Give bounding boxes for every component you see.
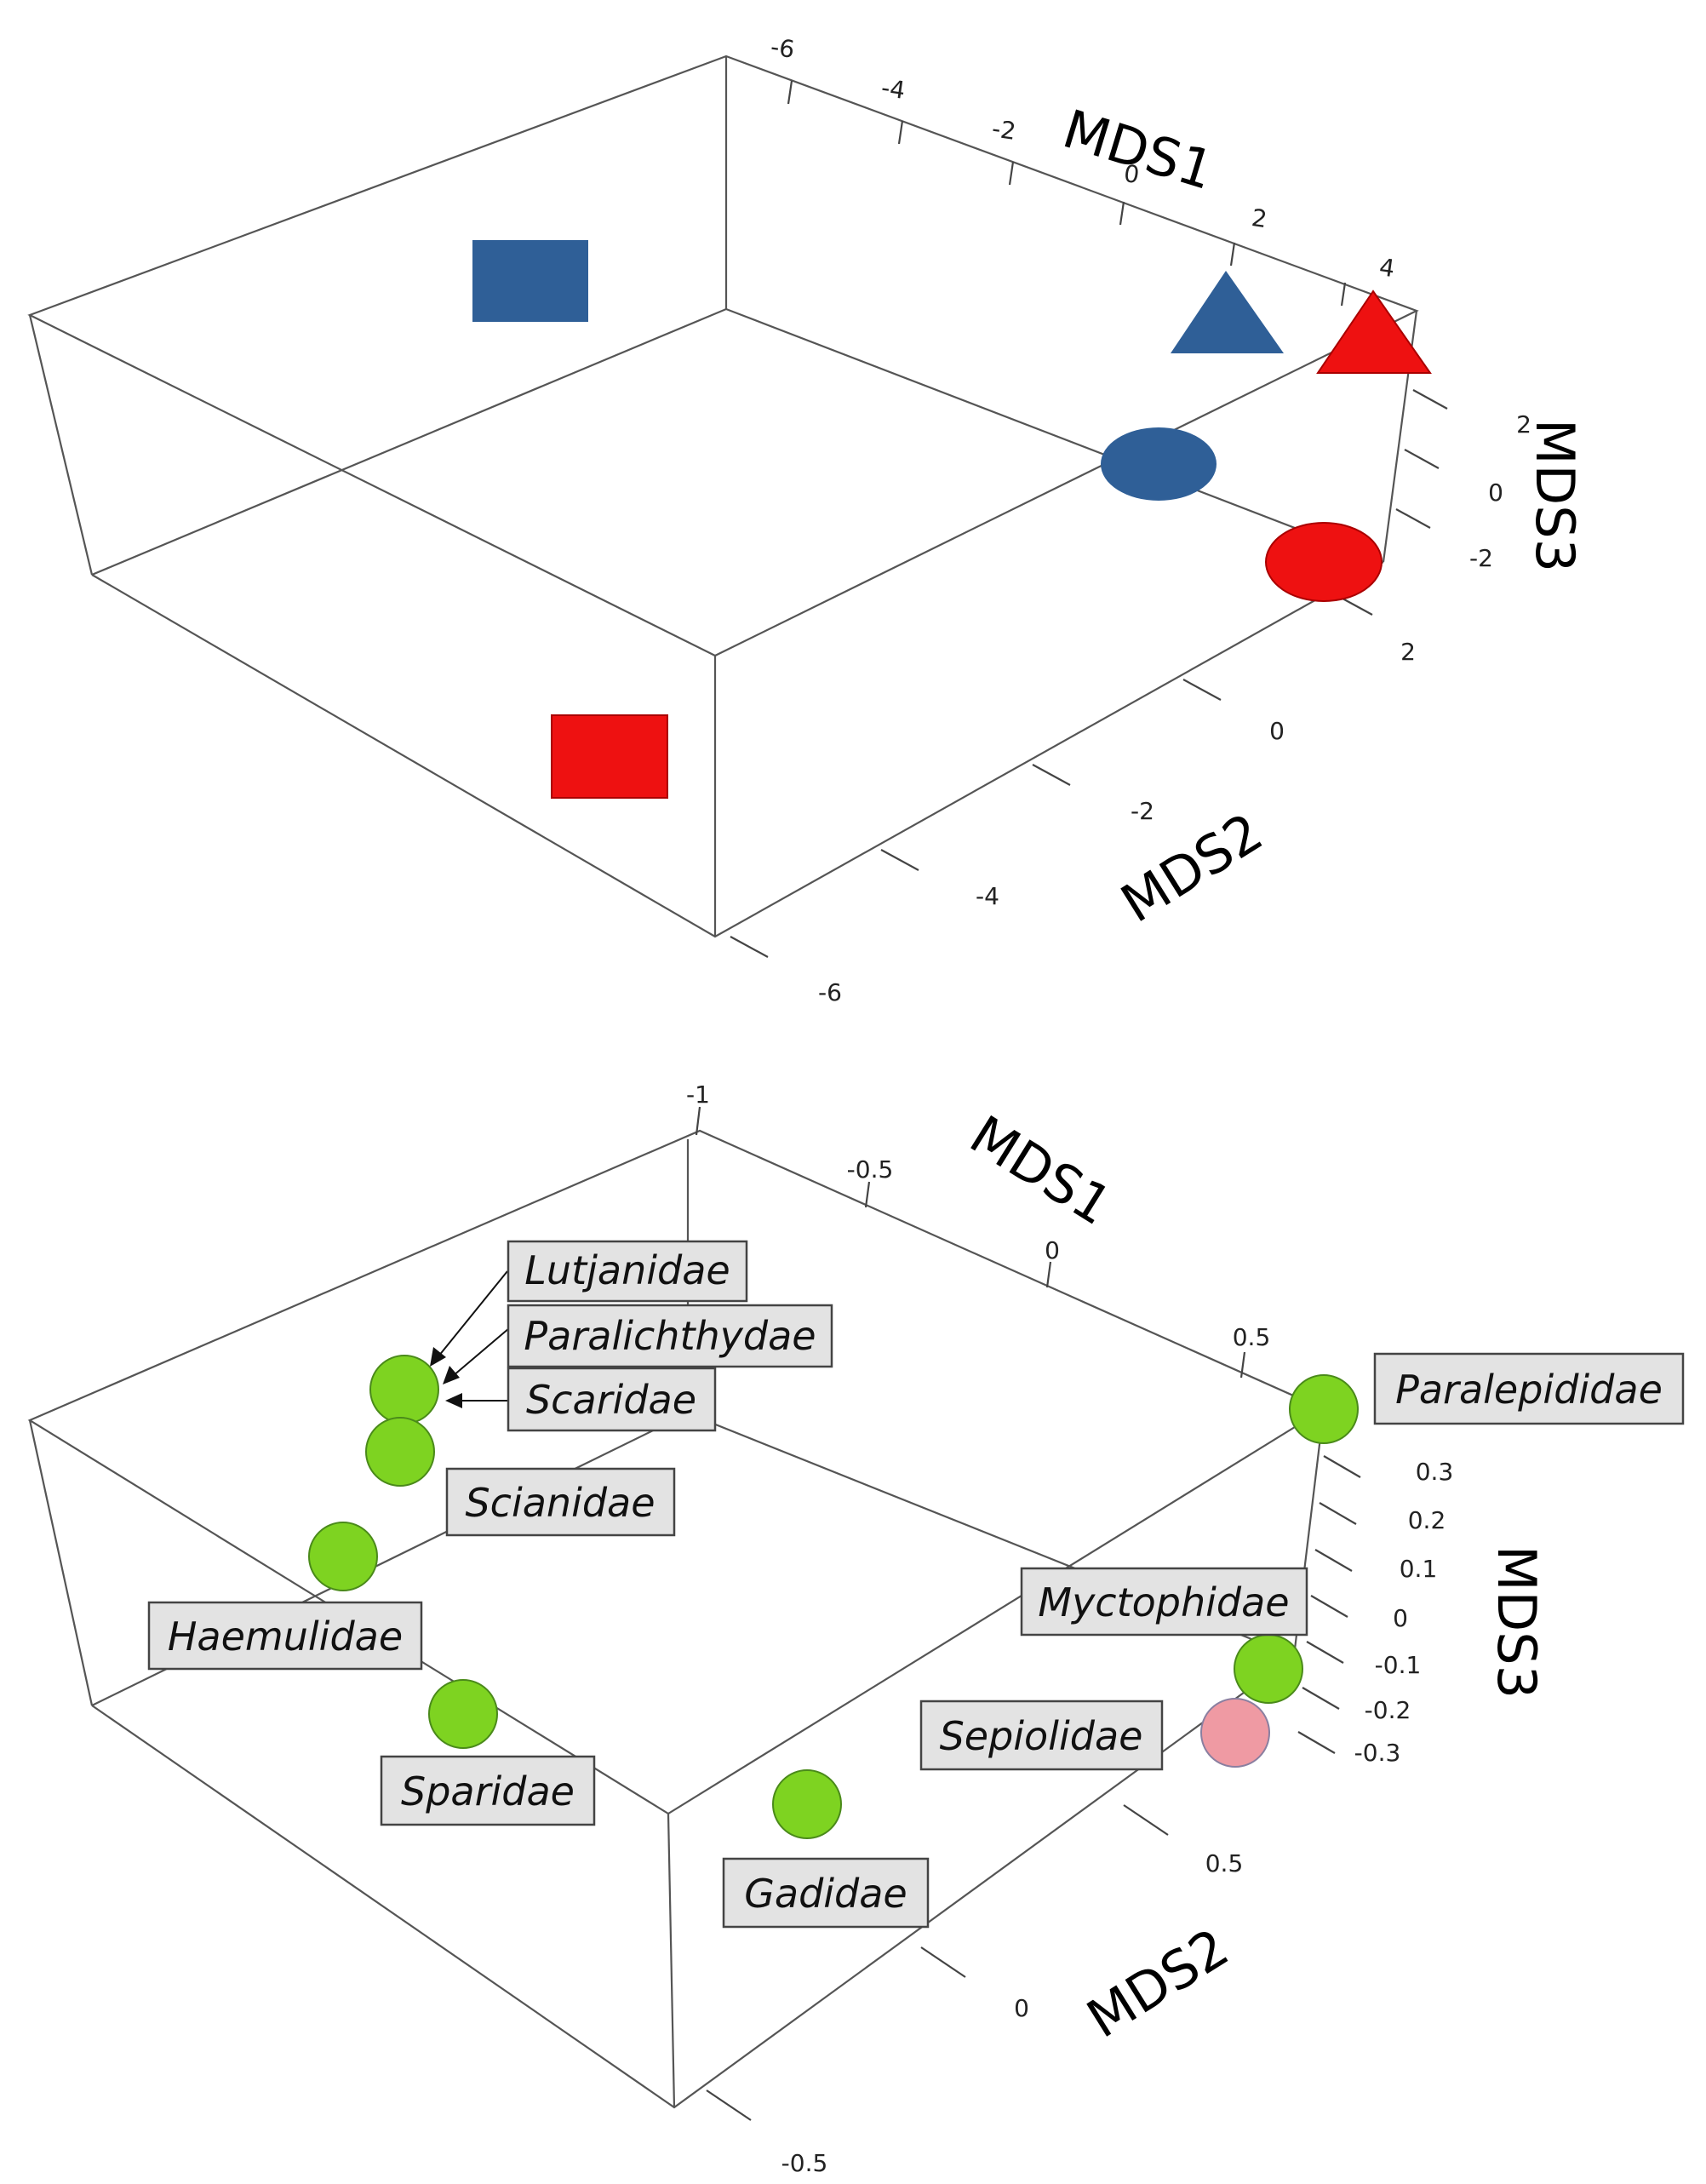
z-tick-labels-bottom: 0.3 0.2 0.1 0 -0.1 -0.2 -0.3 [1354,1458,1454,1767]
x-tick-label: -4 [879,73,907,105]
y-tick-label: 0.5 [1205,1849,1244,1877]
bounding-box-top [27,54,1419,938]
label-paralichthydae: Paralichthydae [524,1313,816,1359]
z-tick-label: -0.3 [1354,1739,1401,1767]
y-tick-label: 0 [1269,717,1285,745]
dot-cluster-top [369,1355,439,1424]
z-tick-label: 0.1 [1400,1555,1438,1583]
x-tick-label: 0.5 [1233,1323,1271,1351]
marker-blue-triangle [1171,271,1284,353]
dot-sepiolidae [1200,1698,1270,1768]
z-tick-label: -2 [1469,544,1493,572]
marker-red-circle [1265,522,1383,602]
dot-paralepididae [1289,1374,1359,1444]
dot-cluster-lower [365,1417,435,1487]
marker-blue-square [472,240,588,322]
x-tick-label: 0 [1122,159,1141,189]
y-axis-title-bottom: MDS2 [1076,1916,1239,2049]
panel-bottom: -1 -0.5 0 0.5 MDS1 0.3 0.2 0.1 0 -0.1 -0… [27,1081,1685,2177]
y-tick-label: 2 [1400,638,1416,666]
y-axis-ticks-bottom [706,1804,1169,2121]
marker-red-square [551,714,668,799]
label-myctophidae: Myctophidae [1038,1579,1289,1625]
marker-blue-circle [1101,427,1217,501]
dot-sparidae [428,1679,498,1749]
x-tick-label: -1 [686,1081,710,1109]
label-paralepididae: Paralepididae [1395,1367,1663,1413]
dot-myctophidae [1234,1634,1303,1704]
x-tick-label: 2 [1250,203,1268,233]
label-sparidae: Sparidae [401,1768,575,1814]
z-axis-title-bottom: MDS3 [1486,1545,1548,1699]
y-axis-ticks-top [730,593,1373,958]
label-lutjanidae: Lutjanidae [524,1247,730,1293]
z-tick-label: 0 [1393,1604,1408,1632]
label-sepiolidae: Sepiolidae [940,1713,1143,1759]
dots [308,1355,1359,1839]
z-tick-label: -0.1 [1375,1651,1422,1679]
label-gadidae: Gadidae [744,1871,907,1917]
label-arrows [430,1270,519,1408]
dot-gadidae [772,1769,842,1839]
z-axis-title-top: MDS3 [1524,419,1586,572]
z-axis-ticks-bottom [1297,1455,1361,1754]
y-tick-label: -2 [1131,797,1154,825]
x-axis-title-bottom: MDS1 [959,1103,1122,1237]
y-tick-labels-bottom: 0.5 0 -0.5 [781,1849,1244,2177]
dot-haemulidae [308,1522,378,1591]
x-axis-ticks-bottom [695,1106,1246,1379]
x-tick-label: -6 [769,32,796,64]
z-tick-label: 0.3 [1416,1458,1454,1486]
y-tick-label: -4 [976,882,999,910]
x-tick-label: 4 [1377,253,1396,283]
y-tick-label: 0 [1014,1994,1029,2022]
y-tick-label: -0.5 [781,2149,828,2177]
label-scaridae: Scaridae [526,1377,696,1423]
z-tick-label: 0 [1488,479,1503,507]
point-labels: Lutjanidae Paralichthydae Scaridae Scian… [147,1240,1685,1929]
y-tick-label: -6 [818,978,842,1006]
z-tick-labels-top: 2 0 -2 [1469,410,1531,572]
z-tick-label: -0.2 [1365,1696,1411,1724]
label-scianidae: Scianidae [465,1480,655,1526]
z-tick-label: 0.2 [1408,1506,1446,1534]
x-tick-label: -2 [990,114,1017,146]
x-tick-labels-top: -6 -4 -2 0 2 4 [769,32,1396,283]
label-haemulidae: Haemulidae [168,1614,403,1659]
x-tick-label: 0 [1045,1236,1060,1264]
x-tick-label: -0.5 [847,1155,894,1184]
x-tick-labels-bottom: -1 -0.5 0 0.5 [686,1081,1270,1351]
z-tick-label: 2 [1516,410,1531,439]
y-tick-labels-top: 2 0 -2 -4 -6 [818,638,1416,1006]
x-axis-ticks-top [787,80,1347,307]
z-axis-ticks-top [1395,389,1448,529]
panel-top: -6 -4 -2 0 2 4 MDS1 2 0 -2 MDS3 [27,32,1586,1006]
marker-red-triangle [1316,289,1432,374]
